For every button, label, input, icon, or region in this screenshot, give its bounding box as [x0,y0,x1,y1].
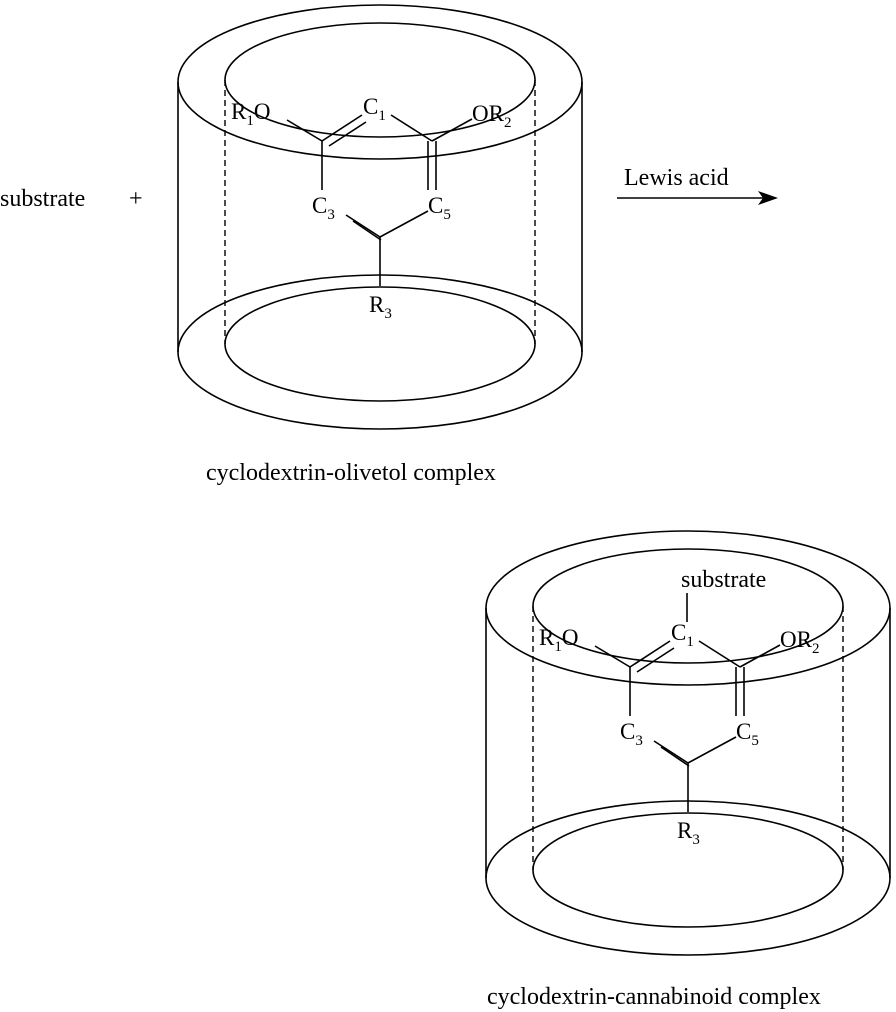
r1o-atom-1: R1O [231,99,270,129]
c5-atom-2: C5 [736,719,759,749]
r3-atom-1: R3 [369,292,392,322]
cyclodextrin-olivetol-complex: R1O C1 OR2 C3 C5 R3 cyclodextrin-oliveto… [177,4,583,486]
complex-2-caption: cyclodextrin-cannabinoid complex [487,984,821,1010]
plus-sign: + [129,186,143,212]
reaction-arrow [617,191,778,205]
olivetol-structure-1 [286,114,473,286]
c3-atom-1: C3 [312,193,335,223]
reactant-substrate-label: substrate [0,186,85,212]
r3-atom-2: R3 [677,818,700,848]
c1-atom-2: C1 [671,620,694,650]
or2-atom-2: OR2 [780,627,819,657]
c3-atom-2: C3 [620,719,643,749]
arrow-label: Lewis acid [624,165,729,191]
complex-1-caption: cyclodextrin-olivetol complex [206,460,496,486]
c1-atom-1: C1 [363,94,386,124]
cannabinoid-structure-2 [594,593,781,812]
c5-atom-1: C5 [428,193,451,223]
cyclodextrin-cannabinoid-complex: substrate R1O C1 OR2 C3 C5 R3 cyclodextr… [485,530,891,1010]
cyclodextrin-cylinder-2 [485,530,891,956]
or2-atom-1: OR2 [472,101,511,131]
substrate-label-2: substrate [681,567,766,593]
cyclodextrin-cylinder-1 [177,4,583,430]
r1o-atom-2: R1O [539,625,578,655]
